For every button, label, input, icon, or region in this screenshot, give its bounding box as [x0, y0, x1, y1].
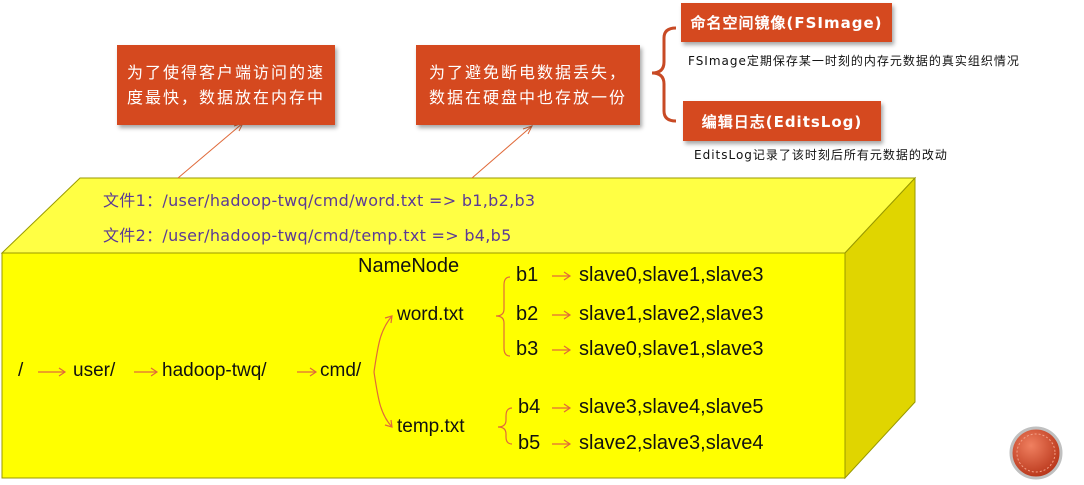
namenode-label: NameNode [358, 255, 460, 277]
word-file: word.txt [397, 304, 464, 325]
path-arrow-1-head [58, 367, 67, 377]
branch-to-temp-head [384, 419, 393, 428]
block-b2-slaves: slave1,slave2,slave3 [579, 303, 764, 325]
path-arrow-3-head [309, 367, 318, 377]
decorative-ball-ring [1016, 433, 1056, 473]
word-brace [495, 276, 511, 357]
path-root: / [18, 360, 24, 381]
callout-disk-safety: 为了避免断电数据丢失， 数据在硬盘中也存放一份 [416, 45, 640, 125]
block-b1: b1 [516, 264, 539, 286]
file2-mapping: 文件2：/user/hadoop-twq/cmd/temp.txt => b4,… [103, 226, 512, 245]
callout-pointer-safety [471, 125, 533, 179]
b1-arrow-head [563, 271, 572, 281]
metadata-brace [651, 26, 677, 123]
callout-memory-speed-line1: 为了使得客户端访问的速 [126, 63, 325, 82]
path-hadoop-twq: hadoop-twq/ [162, 360, 267, 381]
block-b3: b3 [516, 338, 539, 360]
box-front-face [1, 252, 846, 479]
temp-brace [497, 407, 513, 445]
callout-pointer-safety-head [522, 125, 533, 135]
b4-arrow-head [563, 403, 572, 413]
b3-arrow-head [563, 345, 572, 355]
path-cmd: cmd/ [320, 360, 362, 381]
fsimage-description: FSImage定期保存某一时刻的内存元数据的真实组织情况 [688, 54, 1020, 68]
decorative-ball [1009, 426, 1063, 480]
block-b5: b5 [518, 432, 541, 454]
branch-to-word [373, 315, 393, 373]
branch-to-temp [373, 371, 393, 428]
block-b2: b2 [516, 303, 539, 325]
callout-pointer-speed [177, 122, 244, 179]
fsimage-tag: 命名空间镜像(FSImage) [681, 3, 892, 42]
callout-memory-speed-line2: 度最快，数据放在内存中 [126, 88, 325, 107]
editslog-description: EditsLog记录了该时刻后所有元数据的改动 [694, 148, 948, 162]
callout-disk-safety-line2: 数据在硬盘中也存放一份 [428, 88, 627, 107]
block-b3-slaves: slave0,slave1,slave3 [579, 338, 764, 360]
editslog-tag: 编辑日志(EditsLog) [683, 101, 881, 141]
block-b4-slaves: slave3,slave4,slave5 [579, 396, 764, 418]
branch-to-word-head [384, 315, 393, 324]
file1-mapping: 文件1：/user/hadoop-twq/cmd/word.txt => b1,… [103, 191, 536, 210]
block-b5-slaves: slave2,slave3,slave4 [579, 432, 764, 454]
callout-memory-speed: 为了使得客户端访问的速 度最快，数据放在内存中 [117, 45, 335, 125]
block-b4: b4 [518, 396, 541, 418]
path-arrow-2-head [150, 367, 159, 377]
block-b1-slaves: slave0,slave1,slave3 [579, 264, 764, 286]
path-user: user/ [73, 360, 116, 381]
b2-arrow-head [563, 310, 572, 320]
b5-arrow-head [563, 439, 572, 449]
temp-file: temp.txt [397, 416, 465, 437]
callout-disk-safety-line1: 为了避免断电数据丢失， [428, 63, 627, 82]
